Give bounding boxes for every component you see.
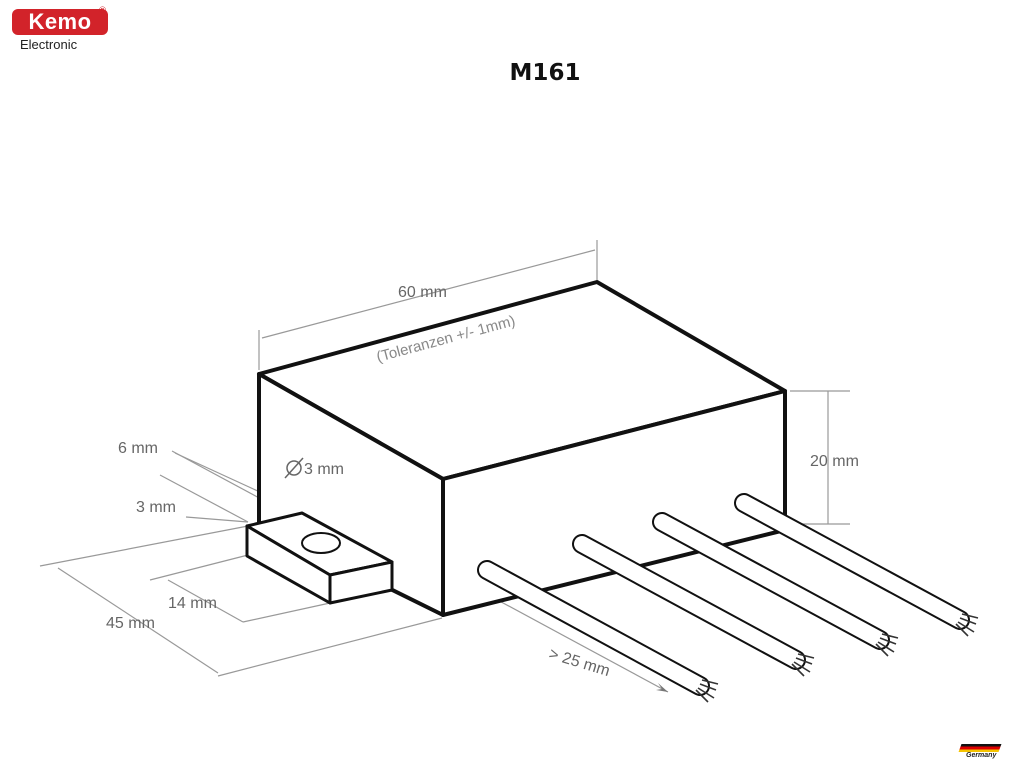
mounting-tab: [245, 511, 394, 605]
wire-2: [572, 534, 815, 677]
height-label: 20 mm: [810, 453, 859, 470]
made-in-germany-badge: Germany: [958, 744, 1016, 762]
diameter-icon: [286, 460, 302, 476]
hole-diameter-value: 3 mm: [304, 461, 344, 478]
wire-length-label: > 25 mm: [547, 646, 612, 681]
wire-3: [652, 512, 899, 657]
module-housing: [257, 280, 787, 617]
germany-flag-icon: [958, 744, 1002, 752]
wire-length-arrowhead: [656, 683, 668, 692]
tab-width-label: 6 mm: [118, 440, 158, 457]
tab-thickness-label: 3 mm: [136, 499, 176, 516]
tab-length-label: 14 mm: [168, 595, 217, 612]
mounting-hole: [301, 532, 341, 554]
hole-diameter-label: 3 mm: [284, 457, 344, 479]
wire-1: [477, 560, 719, 703]
kemo-logo: Kemo ® Electronic: [8, 6, 108, 56]
tab-side-face: [328, 560, 394, 605]
registered-mark: ®: [98, 6, 107, 16]
logo-brand-name: Kemo: [12, 9, 108, 35]
model-title: M161: [509, 60, 581, 86]
connection-wires: [477, 493, 979, 703]
length-label: 60 mm: [398, 284, 447, 301]
made-in-label: Germany: [966, 752, 997, 759]
logo-subtitle: Electronic: [20, 37, 78, 52]
depth-label: 45 mm: [106, 615, 155, 632]
wire-4: [734, 493, 979, 637]
